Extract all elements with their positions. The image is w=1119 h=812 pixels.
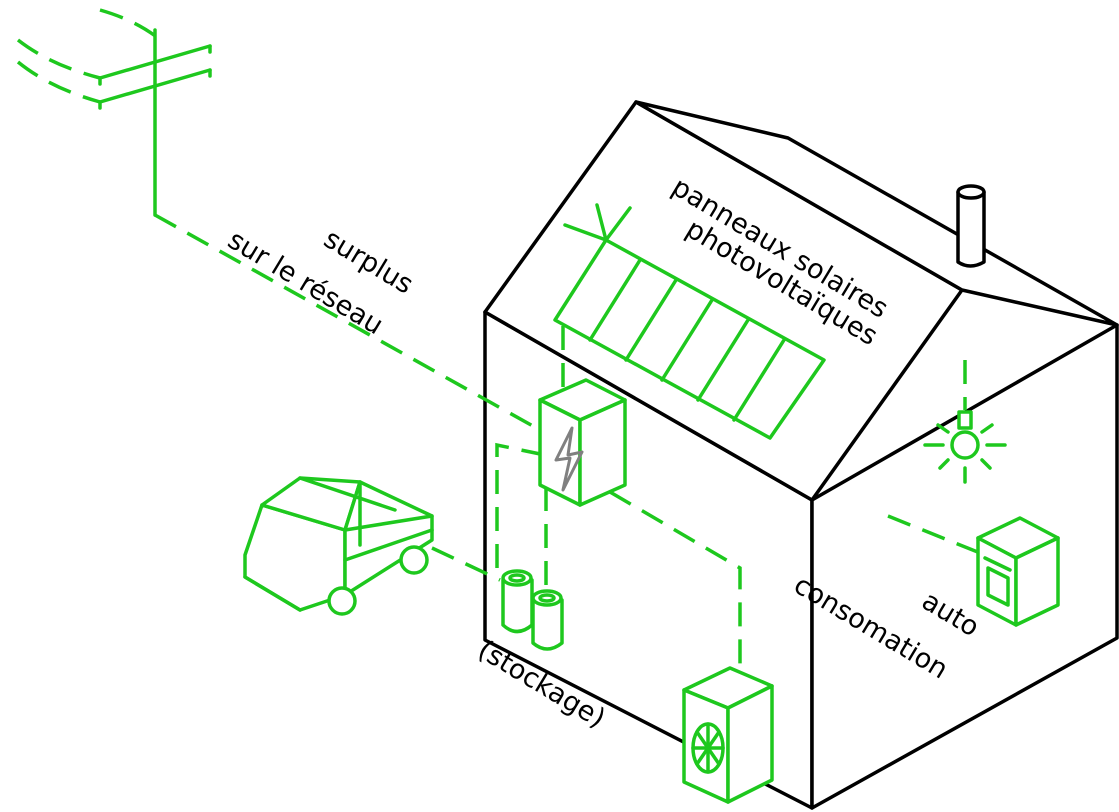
solar-panel-icon <box>553 203 826 440</box>
chimney-icon <box>956 184 986 268</box>
storage-line <box>495 442 546 575</box>
power-pylon-icon <box>16 8 212 217</box>
heatpump-line <box>609 490 742 665</box>
lightning-bolt-icon <box>554 426 584 492</box>
battery-icon <box>501 569 564 651</box>
car-icon <box>243 476 434 616</box>
light-bulb-icon <box>923 410 1007 484</box>
heat-pump-icon <box>682 666 774 804</box>
inverter-icon <box>538 378 627 507</box>
appliance-line <box>887 514 986 557</box>
appliance-icon <box>976 516 1060 627</box>
energy-flow-lines <box>154 213 986 665</box>
